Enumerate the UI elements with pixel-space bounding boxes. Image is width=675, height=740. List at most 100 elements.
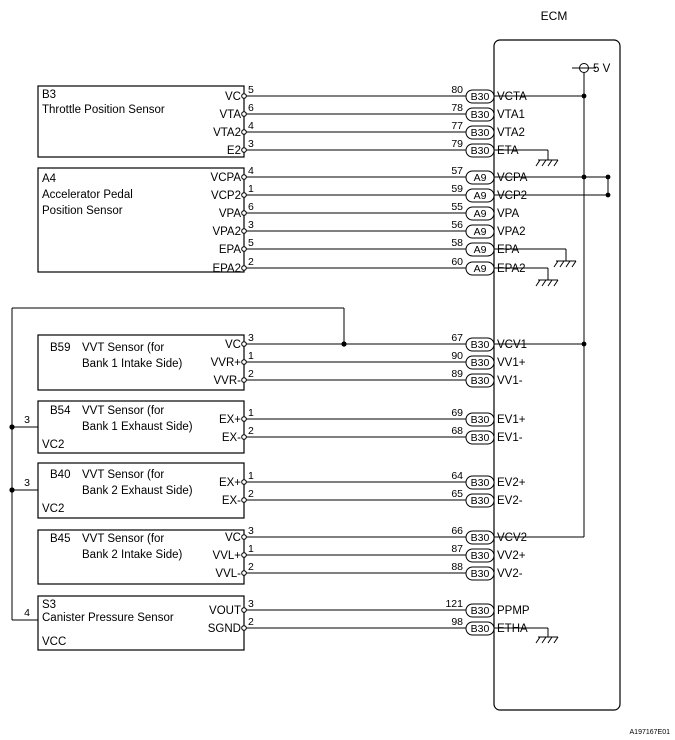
component-name: Position Sensor — [42, 205, 123, 217]
component-name: Bank 2 Intake Side) — [82, 549, 183, 561]
terminal-label: EPA — [219, 244, 241, 256]
terminal-label: VC — [225, 532, 241, 544]
terminal-icon — [241, 607, 247, 613]
component-name: VVT Sensor (for — [82, 533, 164, 545]
ecm-terminal-label: VV1+ — [497, 357, 526, 369]
connector-badge — [465, 530, 495, 545]
pin-number: 1 — [248, 470, 254, 482]
component-name: Canister Pressure Sensor — [42, 612, 174, 624]
ecm-terminal-label: VCTA — [497, 91, 527, 103]
connector-pin-number: 58 — [451, 237, 463, 249]
terminal-label: VC — [225, 91, 241, 103]
left-pin-number: 3 — [24, 477, 30, 489]
connector-pin-number: 68 — [451, 425, 463, 437]
ground-icon — [535, 159, 559, 167]
terminal-icon — [241, 570, 247, 576]
component-box — [37, 167, 245, 273]
terminal-icon — [241, 147, 247, 153]
connector-pin-number: 98 — [451, 616, 463, 628]
ecm-terminal-label: EV2+ — [497, 477, 526, 489]
component-name: Bank 2 Exhaust Side) — [82, 485, 193, 497]
component-b54: B54 VVT Sensor (for Bank 1 Exhaust Side)… — [37, 400, 245, 454]
terminal-label: VTA2 — [213, 127, 241, 139]
pin-number: 6 — [248, 201, 254, 213]
pin-number: 2 — [248, 425, 254, 437]
connector-id: B30 — [471, 127, 490, 139]
ecm-terminal-label: VV2- — [497, 568, 523, 580]
terminal-label: EX- — [222, 495, 241, 507]
pin-number: 3 — [248, 598, 254, 610]
component-a4: A4 Accelerator Pedal Position Sensor — [37, 167, 245, 273]
connector-id: B30 — [471, 495, 490, 507]
connector-badge — [465, 548, 495, 563]
ecm-terminal-label: VCPA — [497, 172, 528, 184]
pin-number: 4 — [248, 120, 254, 132]
terminal-icon — [241, 434, 247, 440]
connector-id: B30 — [471, 109, 490, 121]
terminal-icon — [241, 534, 247, 540]
connector-pin-number: 87 — [451, 543, 463, 555]
terminal-icon — [241, 377, 247, 383]
component-id: B45 — [50, 533, 70, 545]
supply-label: 5 V — [593, 63, 611, 75]
terminal-label: VCP2 — [211, 190, 241, 202]
component-id: S3 — [42, 599, 56, 611]
component-b3: B3 Throttle Position Sensor — [37, 85, 245, 158]
connector-id: B30 — [471, 605, 490, 617]
ecm-terminal-label: VTA2 — [497, 127, 525, 139]
ecm-terminal-label: EPA — [497, 244, 519, 256]
connector-pin-number: 78 — [451, 102, 463, 114]
connector-badge — [465, 337, 495, 352]
terminal-label: EX+ — [219, 477, 241, 489]
terminal-icon — [241, 111, 247, 117]
component-name: Throttle Position Sensor — [42, 104, 165, 116]
connector-pin-number: 59 — [451, 183, 463, 195]
pin-number: 3 — [248, 332, 254, 344]
connector-badge — [465, 107, 495, 122]
figure-code: A197167E01 — [630, 729, 671, 736]
component-id: A4 — [42, 173, 57, 185]
component-id: B3 — [42, 89, 56, 101]
pin-number: 1 — [248, 183, 254, 195]
terminal-icon — [241, 359, 247, 365]
connector-id: B30 — [471, 339, 490, 351]
connector-pin-number: 60 — [451, 256, 463, 268]
connector-pin-number: 80 — [451, 84, 463, 96]
terminal-icon — [241, 129, 247, 135]
connector-id: A9 — [474, 263, 487, 275]
terminal-label: VCPA — [211, 172, 242, 184]
component-name: VVT Sensor (for — [82, 342, 164, 354]
pin-number: 1 — [248, 350, 254, 362]
pin-number: 5 — [248, 237, 254, 249]
connector-id: A9 — [474, 208, 487, 220]
pin-number: 6 — [248, 102, 254, 114]
connector-pin-number: 56 — [451, 219, 463, 231]
connector-pin-number: 77 — [451, 120, 463, 132]
connector-id: A9 — [474, 244, 487, 256]
connector-badge — [465, 224, 495, 239]
ground-icon — [535, 636, 559, 644]
left-pin-number: 4 — [24, 607, 30, 619]
terminal-label: VVR- — [214, 375, 242, 387]
connector-badge — [465, 170, 495, 185]
ecm-terminal-label: EV1+ — [497, 414, 526, 426]
connector-badge — [465, 143, 495, 158]
ecm-terminal-label: VPA — [497, 208, 519, 220]
pin-number: 3 — [248, 525, 254, 537]
component-id: B54 — [50, 405, 71, 417]
terminal-icon — [241, 228, 247, 234]
connector-pin-number: 64 — [451, 470, 463, 482]
connector-id: A9 — [474, 172, 487, 184]
ecm-terminal-label: ETA — [497, 145, 519, 157]
connector-badge — [465, 621, 495, 636]
terminal-icon — [241, 265, 247, 271]
terminal-label: VC — [225, 339, 241, 351]
ecm-terminal-label: EV2- — [497, 495, 523, 507]
component-id: B40 — [50, 469, 70, 481]
connector-pin-number: 66 — [451, 525, 463, 537]
terminal-label: SGND — [208, 623, 241, 635]
terminal-label: VVL+ — [213, 550, 242, 562]
pin-number: 1 — [248, 407, 254, 419]
pin-number: 4 — [248, 165, 254, 177]
